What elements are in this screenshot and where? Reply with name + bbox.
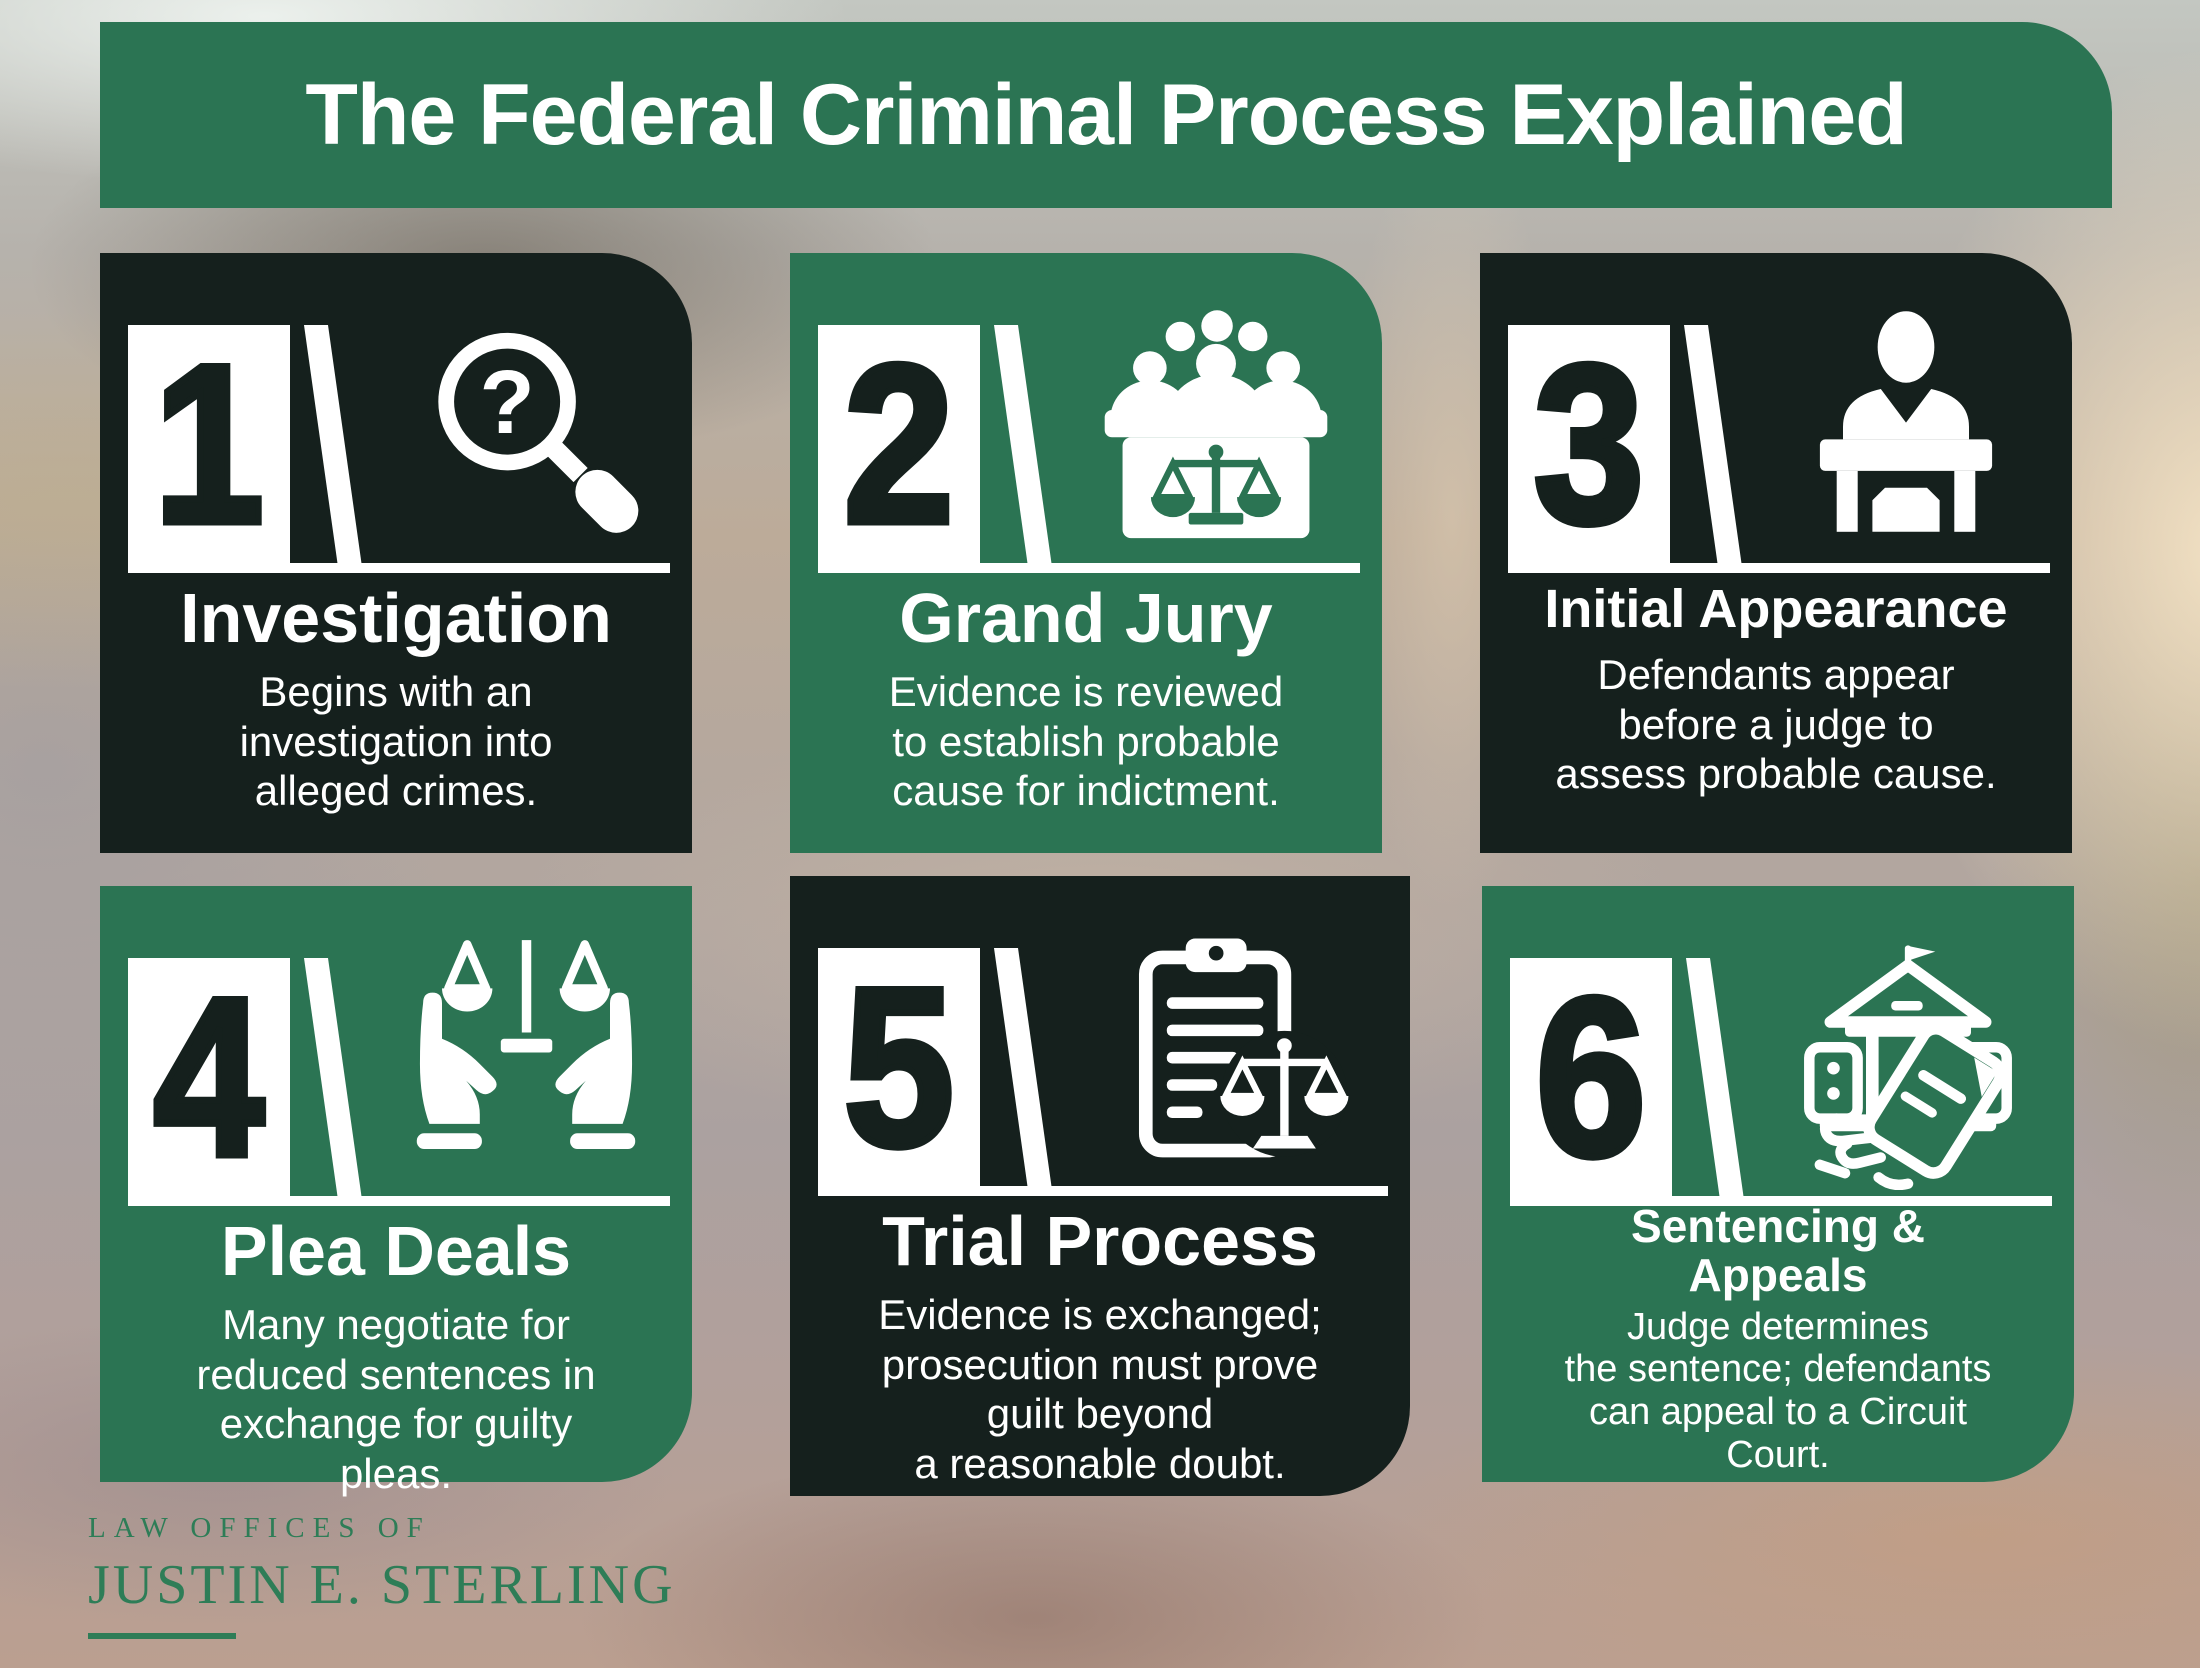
hands-scales-icon bbox=[400, 938, 652, 1190]
step-description: Judge determines the sentence; defendant… bbox=[1564, 1305, 1992, 1477]
divider-line bbox=[1510, 1196, 2052, 1206]
svg-text:?: ? bbox=[480, 352, 535, 453]
step-content: Initial Appearance Defendants appear bef… bbox=[1480, 579, 2072, 799]
step-content: Grand Jury Evidence is reviewed to estab… bbox=[790, 581, 1382, 816]
judge-desk-icon bbox=[1780, 305, 2032, 557]
step-title: Plea Deals bbox=[220, 1212, 572, 1290]
page-title: The Federal Criminal Process Explained bbox=[305, 66, 1907, 163]
step-title: Initial Appearance bbox=[1544, 579, 2008, 639]
step-content: Plea Deals Many negotiate for reduced se… bbox=[100, 1214, 692, 1498]
clipboard-scales-icon bbox=[1108, 928, 1360, 1180]
divider-line bbox=[128, 1196, 670, 1206]
magnifier-question-icon: ? bbox=[400, 305, 652, 557]
divider-line bbox=[818, 563, 1360, 573]
step-title: Grand Jury bbox=[899, 579, 1273, 657]
number-wedge bbox=[1684, 325, 1742, 563]
number-wedge bbox=[304, 325, 362, 563]
step-number: 3 bbox=[1508, 321, 1670, 566]
logo-underline bbox=[88, 1633, 236, 1639]
step-card-sentencing-appeals: 6 bbox=[1482, 886, 2074, 1482]
step-description: Evidence is exchanged; prosecution must … bbox=[878, 1291, 1322, 1487]
step-description: Defendants appear before a judge to asse… bbox=[1555, 651, 1997, 798]
number-wedge bbox=[994, 948, 1052, 1186]
step-number: 4 bbox=[128, 954, 290, 1199]
step-title: Investigation bbox=[180, 579, 612, 657]
step-description: Begins with an investigation into allege… bbox=[239, 668, 553, 815]
step-number: 5 bbox=[818, 944, 980, 1189]
grand-jury-icon bbox=[1090, 305, 1342, 557]
step-description: Evidence is reviewed to establish probab… bbox=[888, 668, 1284, 815]
step-card-plea-deals: 4 Plea Deals Many negotiate for reduced bbox=[100, 886, 692, 1497]
logo-firm-name: JUSTIN E. STERLING bbox=[88, 1554, 676, 1616]
divider-line bbox=[818, 1186, 1388, 1196]
step-content: Trial Process Evidence is exchanged; pro… bbox=[790, 1204, 1410, 1488]
number-wedge bbox=[994, 325, 1052, 563]
number-wedge bbox=[304, 958, 362, 1196]
step-content: Investigation Begins with an investigati… bbox=[100, 581, 692, 816]
title-banner: The Federal Criminal Process Explained bbox=[100, 22, 2112, 208]
law-firm-logo: LAW OFFICES OF JUSTIN E. STERLING bbox=[88, 1512, 676, 1639]
step-card-investigation: 1 ? Investigation Begins with an investi… bbox=[100, 253, 692, 853]
divider-line bbox=[1508, 563, 2050, 573]
step-number: 6 bbox=[1510, 954, 1672, 1199]
number-wedge bbox=[1686, 958, 1744, 1196]
step-number: 2 bbox=[818, 321, 980, 566]
divider-line bbox=[128, 563, 670, 573]
step-title: Trial Process bbox=[882, 1202, 1318, 1280]
courthouse-hand-icon bbox=[1782, 938, 2034, 1191]
step-card-grand-jury: 2 bbox=[790, 253, 1382, 853]
step-card-initial-appearance: 3 Initial Appearance Defendants appear b… bbox=[1480, 253, 2072, 853]
step-description: Many negotiate for reduced sentences in … bbox=[196, 1301, 596, 1497]
step-content: Sentencing & Appeals Judge determines th… bbox=[1482, 1202, 2074, 1477]
logo-eyebrow: LAW OFFICES OF bbox=[88, 1512, 431, 1544]
step-title: Sentencing & Appeals bbox=[1631, 1200, 1925, 1301]
step-number: 1 bbox=[128, 321, 290, 566]
step-card-trial-process: 5 bbox=[790, 876, 1410, 1496]
